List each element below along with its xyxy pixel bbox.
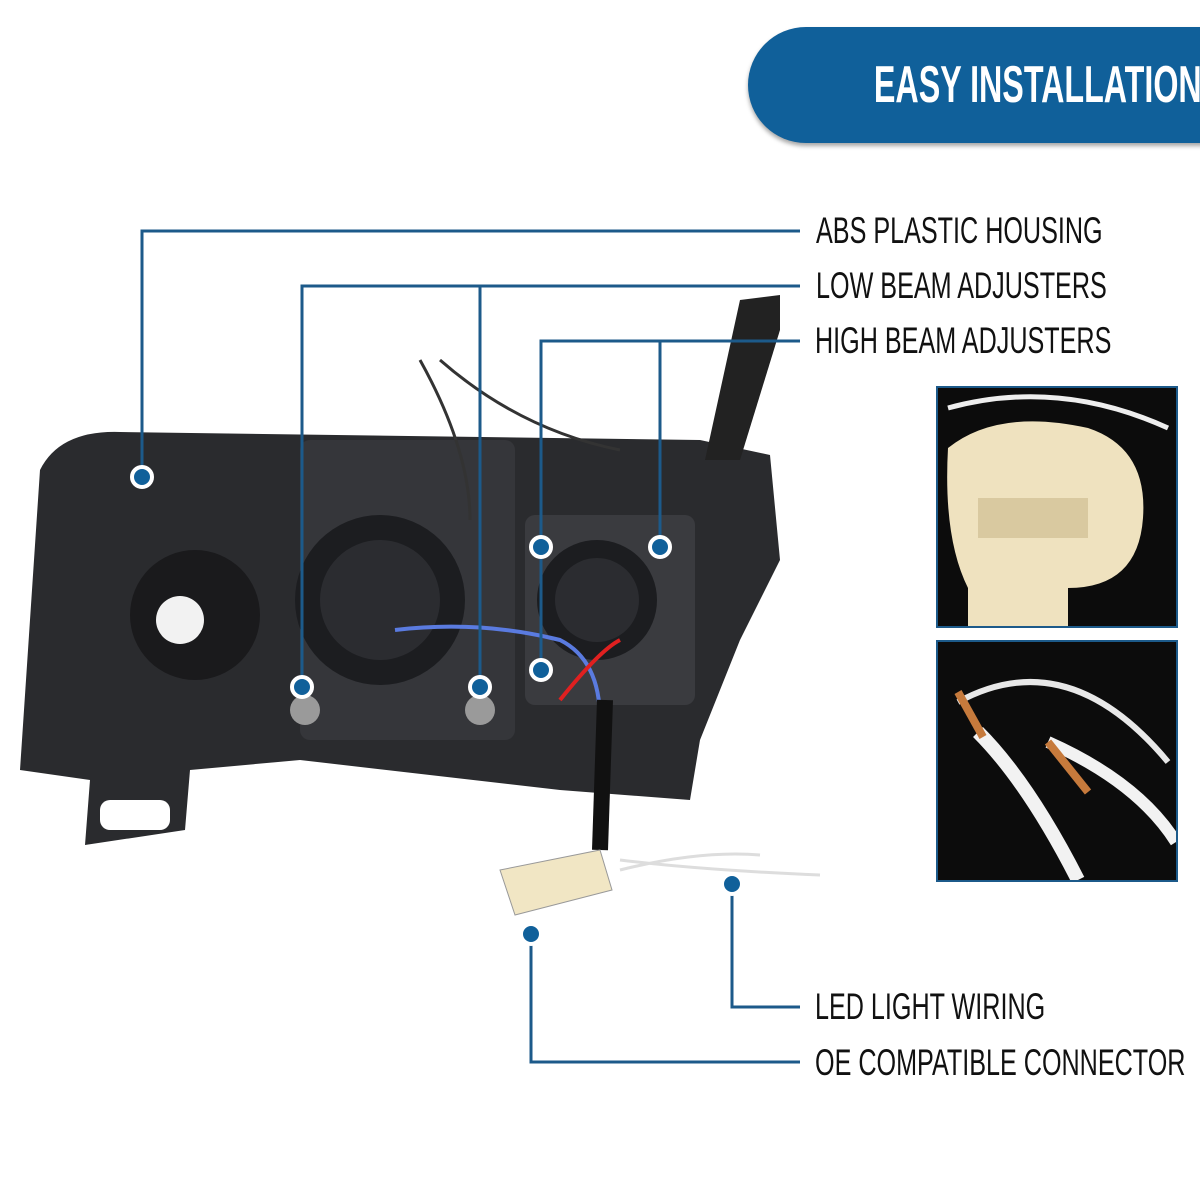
headlight-photo bbox=[20, 295, 821, 916]
marker-dot bbox=[468, 675, 492, 699]
marker-dot bbox=[529, 658, 553, 682]
label-low-beam-adjusters: LOW BEAM ADJUSTERS bbox=[816, 265, 1107, 306]
label-oe-compatible-connector: OE COMPATIBLE CONNECTOR bbox=[815, 1042, 1186, 1083]
marker-dot bbox=[648, 535, 672, 559]
marker-dot bbox=[130, 465, 154, 489]
marker-dot bbox=[290, 675, 314, 699]
label-high-beam-adjusters: HIGH BEAM ADJUSTERS bbox=[815, 320, 1112, 361]
marker-dot bbox=[529, 535, 553, 559]
callout-lines bbox=[140, 229, 800, 1064]
callout-markers bbox=[130, 465, 744, 946]
wiring-closeup-photo bbox=[936, 640, 1178, 882]
label-abs-plastic-housing: ABS PLASTIC HOUSING bbox=[816, 210, 1103, 251]
marker-dot bbox=[720, 872, 744, 896]
banner-title: EASY INSTALLATION bbox=[874, 56, 1200, 114]
label-led-light-wiring: LED LIGHT WIRING bbox=[815, 986, 1046, 1027]
connector-closeup-photo bbox=[936, 386, 1178, 628]
marker-dot bbox=[519, 922, 543, 946]
easy-installation-banner: EASY INSTALLATION bbox=[748, 27, 1200, 143]
